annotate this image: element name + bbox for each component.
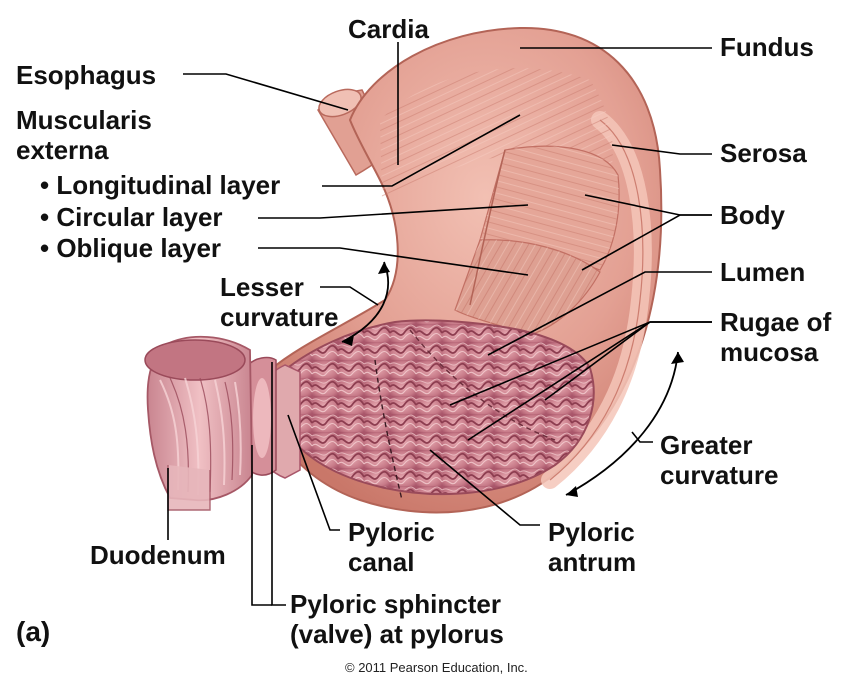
copyright-notice: © 2011 Pearson Education, Inc.: [345, 660, 528, 675]
label-oblique-layer: Oblique layer: [40, 233, 221, 263]
label-rugae-of-mucosa: Rugae of mucosa: [720, 307, 831, 367]
label-lesser-line2: curvature: [220, 302, 339, 332]
label-serosa: Serosa: [720, 138, 807, 168]
label-body: Body: [720, 200, 785, 230]
label-circular-text: Circular layer: [40, 202, 222, 232]
label-circular-layer: Circular layer: [40, 202, 222, 232]
label-pyloric-antrum: Pyloric antrum: [548, 517, 636, 577]
label-muscularis-line1: Muscularis: [16, 105, 152, 135]
label-cardia-text: Cardia: [348, 14, 429, 44]
label-lumen-text: Lumen: [720, 257, 806, 287]
label-greater-line1: Greater: [660, 430, 753, 460]
leader-lines: [167, 42, 712, 606]
esophagus-opening: [318, 88, 362, 118]
label-duodenum-text: Duodenum: [90, 540, 226, 570]
label-muscularis-line2: externa: [16, 135, 109, 165]
label-pyloric-canal-line1: Pyloric: [348, 517, 435, 547]
label-greater-curvature: Greater curvature: [660, 430, 779, 490]
label-fundus: Fundus: [720, 32, 814, 62]
label-pyloric-antrum-line1: Pyloric: [548, 517, 635, 547]
longitudinal-layer-shape: [380, 68, 613, 200]
label-cardia: Cardia: [348, 14, 429, 44]
label-pyloric-canal-line2: canal: [348, 547, 415, 577]
arrowheads: [342, 262, 684, 497]
label-rugae-line2: mucosa: [720, 337, 819, 367]
label-serosa-text: Serosa: [720, 138, 807, 168]
label-sphincter-line1: Pyloric sphincter: [290, 589, 501, 619]
label-esophagus-text: Esophagus: [16, 60, 157, 90]
label-muscularis-externa: Muscularis externa: [16, 105, 152, 165]
label-lesser-line1: Lesser: [220, 272, 304, 302]
label-pyloric-antrum-line2: antrum: [548, 547, 637, 577]
label-greater-line2: curvature: [660, 460, 779, 490]
label-lesser-curvature: Lesser curvature: [220, 272, 339, 332]
label-longitudinal-layer: Longitudinal layer: [40, 170, 280, 200]
label-pyloric-sphincter: Pyloric sphincter (valve) at pylorus: [290, 589, 504, 649]
label-body-text: Body: [720, 200, 785, 230]
label-duodenum: Duodenum: [90, 540, 226, 570]
panel-tag: (a): [16, 616, 51, 647]
label-esophagus: Esophagus: [16, 60, 156, 90]
label-lumen: Lumen: [720, 257, 805, 287]
label-oblique-text: Oblique layer: [40, 233, 221, 263]
label-longitudinal-text: Longitudinal layer: [40, 170, 280, 200]
label-rugae-line1: Rugae of: [720, 307, 832, 337]
label-sphincter-line2: (valve) at pylorus: [290, 619, 504, 649]
label-pyloric-canal: Pyloric canal: [348, 517, 435, 577]
duodenum-opening: [144, 339, 246, 381]
label-fundus-text: Fundus: [720, 32, 814, 62]
